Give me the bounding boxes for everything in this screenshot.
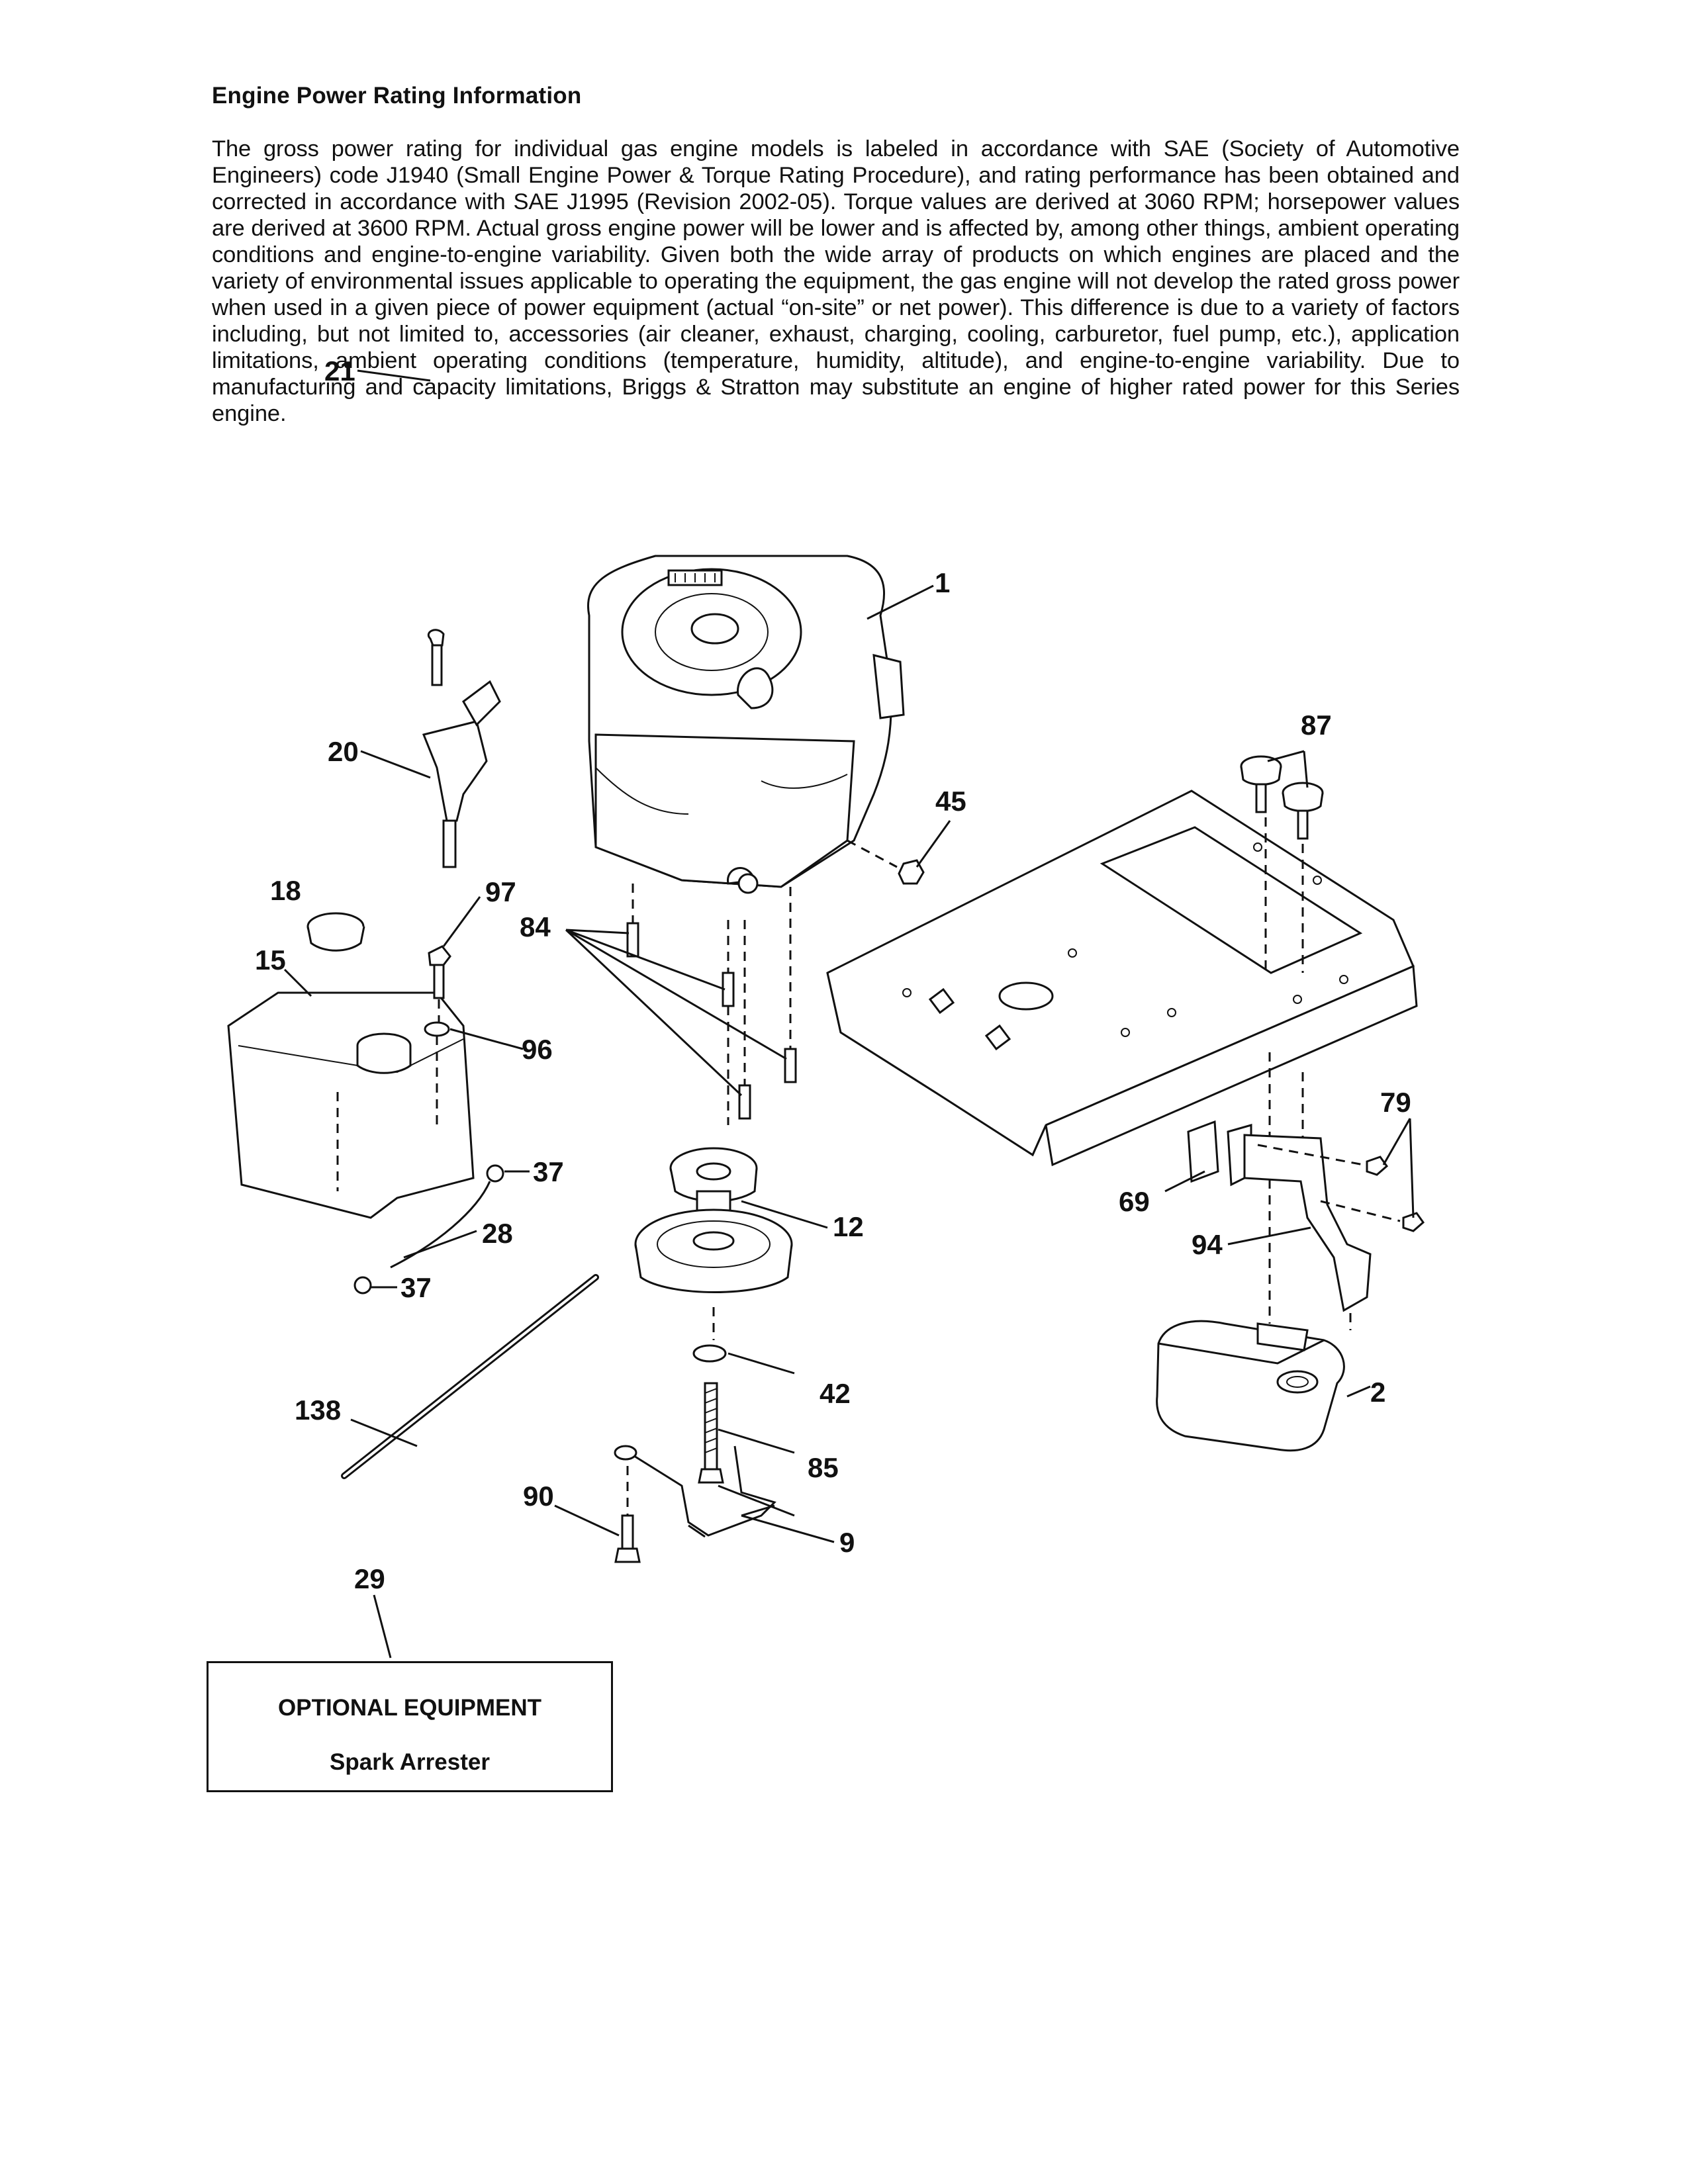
callout-87: 87 (1301, 709, 1332, 741)
callout-37-upper: 37 (533, 1156, 564, 1187)
washer-96-part (424, 1021, 450, 1037)
screws-79-part (1366, 1156, 1425, 1232)
pulley-12-part (634, 1147, 793, 1293)
optional-equipment-box: OPTIONAL EQUIPMENT Spark Arrester (207, 1661, 613, 1792)
callout-20: 20 (328, 736, 359, 767)
callout-84: 84 (520, 911, 551, 942)
callout-37-lower: 37 (400, 1272, 432, 1303)
callout-9: 9 (839, 1527, 855, 1558)
frame-part (826, 790, 1418, 1167)
callout-42: 42 (820, 1378, 851, 1409)
callout-15: 15 (255, 944, 286, 976)
callout-2: 2 (1370, 1377, 1385, 1408)
callout-94: 94 (1192, 1229, 1223, 1260)
fuel-tank-part (227, 991, 475, 1219)
engine-part (587, 555, 905, 894)
exhaust-pipe-94-part (1243, 1134, 1372, 1312)
callout-69: 69 (1119, 1186, 1150, 1217)
bracket-9-part (614, 1445, 776, 1538)
knobs-87-part (1240, 755, 1324, 840)
throttle-control-part (422, 629, 501, 868)
callout-79: 79 (1380, 1087, 1411, 1118)
muffler-2-part (1156, 1320, 1345, 1452)
clamp-lower-part (353, 1276, 372, 1295)
section-heading: Engine Power Rating Information (212, 83, 582, 109)
fuel-line-part (390, 1181, 491, 1269)
screw-90-part (614, 1514, 641, 1563)
fuel-cap-part (306, 912, 365, 952)
clamp-upper-part (486, 1164, 504, 1183)
callout-45: 45 (935, 786, 966, 817)
callout-97: 97 (485, 876, 516, 907)
callout-28: 28 (482, 1218, 513, 1249)
callout-96: 96 (522, 1034, 553, 1065)
optional-equipment-title: OPTIONAL EQUIPMENT (278, 1695, 541, 1721)
power-rating-paragraph: The gross power rating for individual ga… (212, 136, 1460, 426)
callout-138: 138 (295, 1394, 341, 1426)
callout-12: 12 (833, 1211, 864, 1242)
washer-42-part (692, 1344, 727, 1363)
callout-90: 90 (523, 1480, 554, 1512)
optional-equipment-item: Spark Arrester (330, 1749, 490, 1775)
callout-21: 21 (324, 355, 355, 387)
callout-29: 29 (354, 1563, 385, 1594)
bolts-84-part (626, 922, 797, 1120)
callout-1: 1 (935, 567, 950, 598)
callout-18: 18 (270, 875, 301, 906)
bolt-85-part (698, 1382, 724, 1484)
leader-lines (283, 369, 1415, 1659)
callout-85: 85 (808, 1452, 839, 1483)
screw-97-part (428, 945, 451, 999)
